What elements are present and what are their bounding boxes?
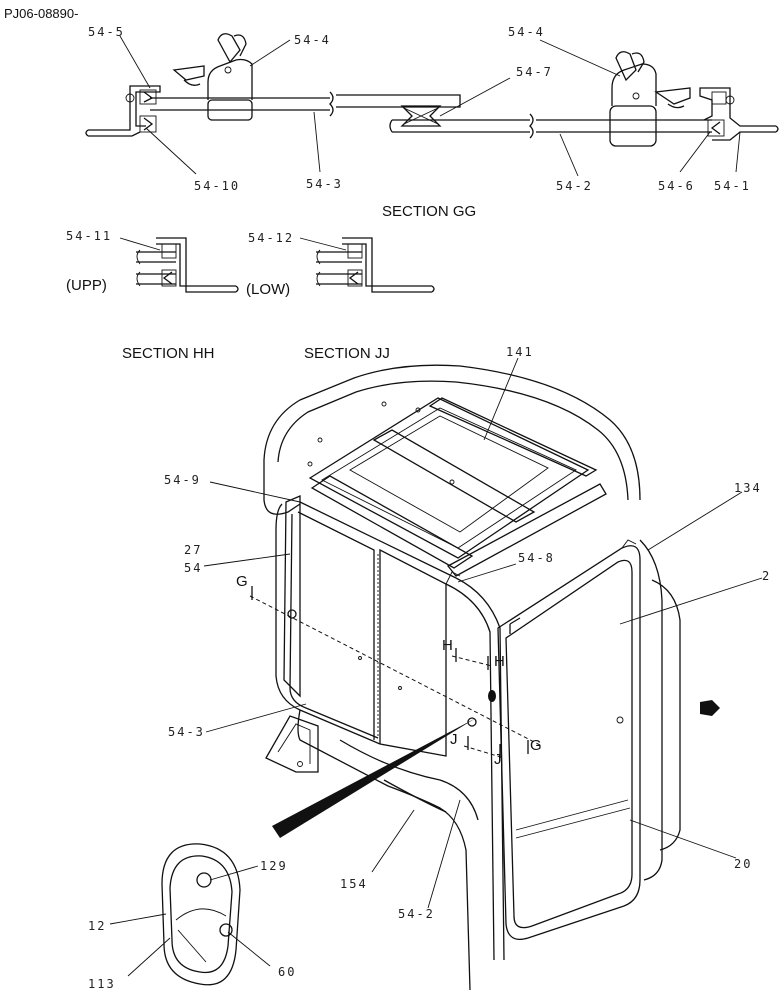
label-27: 27 xyxy=(184,543,202,557)
label-54-9: 54-9 xyxy=(164,473,201,487)
mirror-assembly xyxy=(161,843,241,986)
cab-leaders xyxy=(109,357,763,977)
label-134: 134 xyxy=(734,481,762,495)
label-54-2-top: 54-2 xyxy=(556,179,593,193)
label-12: 12 xyxy=(88,919,106,933)
label-154: 154 xyxy=(340,877,368,891)
cab-body xyxy=(249,364,720,991)
label-2: 2 xyxy=(762,569,771,583)
cut-mark-g-right: G xyxy=(530,737,542,754)
label-54-11: 54-11 xyxy=(66,229,112,243)
cut-mark-h-right: H xyxy=(494,653,505,670)
label-54-3-top: 54-3 xyxy=(306,177,343,191)
section-gg-title: SECTION GG xyxy=(382,203,476,220)
position-lower: (LOW) xyxy=(246,281,290,298)
section-jj-title: SECTION JJ xyxy=(304,345,390,362)
section-gg-drawing xyxy=(85,33,779,147)
label-60: 60 xyxy=(278,965,296,979)
label-129: 129 xyxy=(260,859,288,873)
label-54-4-left: 54-4 xyxy=(294,33,331,47)
cut-mark-j-left: J xyxy=(450,731,458,748)
cut-mark-j-right: J xyxy=(494,751,502,768)
label-54: 54 xyxy=(184,561,202,575)
label-54-5: 54-5 xyxy=(88,25,125,39)
label-54-1: 54-1 xyxy=(714,179,751,193)
cut-mark-g-left: G xyxy=(236,573,248,590)
label-54-4-right: 54-4 xyxy=(508,25,545,39)
label-54-2-cab: 54-2 xyxy=(398,907,435,921)
position-upper: (UPP) xyxy=(66,277,107,294)
label-54-3-cab: 54-3 xyxy=(168,725,205,739)
section-hh-title: SECTION HH xyxy=(122,345,215,362)
section-hh-drawing xyxy=(119,237,239,293)
cut-mark-h-left: H xyxy=(442,637,453,654)
label-113: 113 xyxy=(88,977,116,991)
section-jj-drawing xyxy=(299,237,435,293)
label-54-12: 54-12 xyxy=(248,231,294,245)
section-gg-leaders xyxy=(119,35,741,177)
label-141: 141 xyxy=(506,345,534,359)
drawing-code: PJ06-08890- xyxy=(4,6,78,21)
label-54-10: 54-10 xyxy=(194,179,240,193)
label-20: 20 xyxy=(734,857,752,871)
label-54-6: 54-6 xyxy=(658,179,695,193)
label-54-7: 54-7 xyxy=(516,65,553,79)
label-54-8: 54-8 xyxy=(518,551,555,565)
